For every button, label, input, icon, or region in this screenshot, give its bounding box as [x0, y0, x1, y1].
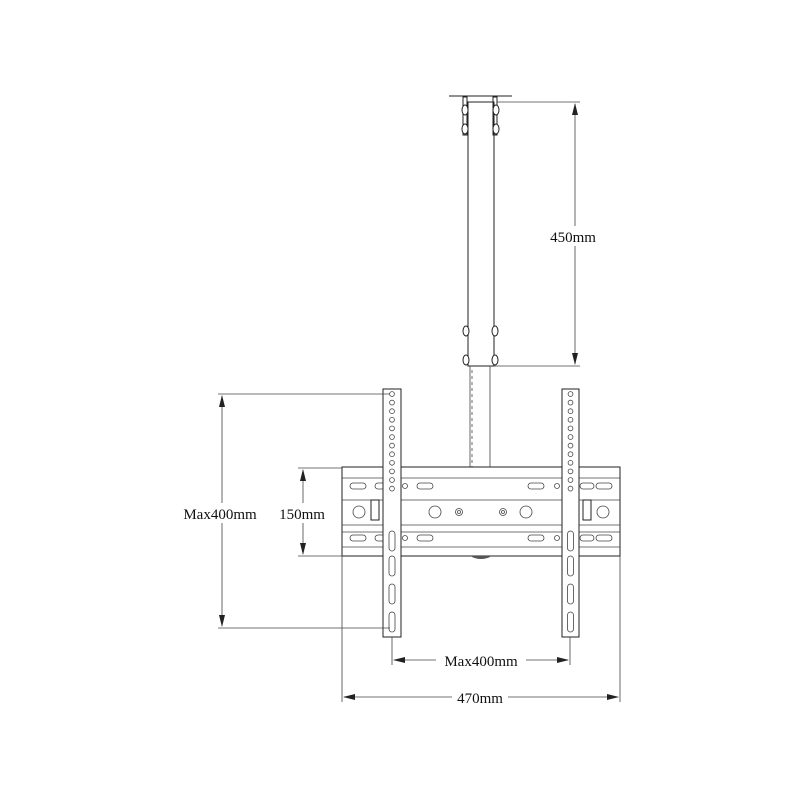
rail-hole	[567, 451, 574, 458]
dimension-bracket-height: 150mm	[275, 467, 342, 557]
bracket-width-label: 470mm	[457, 691, 503, 707]
rail-hole	[567, 425, 574, 432]
rail-slot	[567, 530, 574, 552]
rail-slot	[388, 555, 396, 577]
rail-hole	[389, 425, 395, 432]
rail-hole	[389, 477, 395, 483]
rail-hole	[389, 468, 395, 475]
rail-slot	[567, 611, 574, 633]
rail-hole	[567, 468, 574, 475]
rail-hole	[389, 416, 395, 423]
dimension-bracket-width: 470mm	[341, 556, 621, 707]
vesa-rails	[382, 388, 580, 638]
rail-slot	[388, 583, 396, 605]
rail-hole	[567, 408, 574, 415]
max-vesa-width-label: Max400mm	[444, 654, 518, 670]
rail-hole	[389, 442, 395, 449]
dimension-max-vesa-height: Max400mm	[180, 393, 390, 629]
rail-slot	[388, 611, 396, 633]
rail-hole	[389, 459, 395, 466]
rail-hole	[567, 485, 574, 492]
rail-hole	[567, 434, 574, 440]
pole-height-label: 450mm	[550, 230, 596, 246]
dimension-pole-height: 450mm	[494, 101, 601, 367]
ceiling-pole	[449, 95, 512, 467]
bracket-height-label: 150mm	[279, 507, 325, 523]
rail-hole	[389, 434, 395, 440]
rail-hole	[389, 451, 395, 458]
rail-hole	[567, 442, 574, 449]
rail-hole	[567, 391, 574, 397]
rail-hole	[389, 408, 395, 415]
rail-slot	[567, 583, 574, 605]
rail-hole	[389, 485, 395, 492]
rail-slot	[388, 530, 396, 552]
max-vesa-height-label: Max400mm	[183, 507, 257, 523]
rail-hole	[567, 459, 574, 466]
rail-hole	[567, 416, 574, 423]
rail-hole	[567, 399, 574, 406]
rail-hole	[567, 477, 574, 483]
rail-hole	[389, 399, 395, 406]
rail-slot	[567, 555, 574, 577]
dimension-max-vesa-width: Max400mm	[391, 637, 571, 670]
